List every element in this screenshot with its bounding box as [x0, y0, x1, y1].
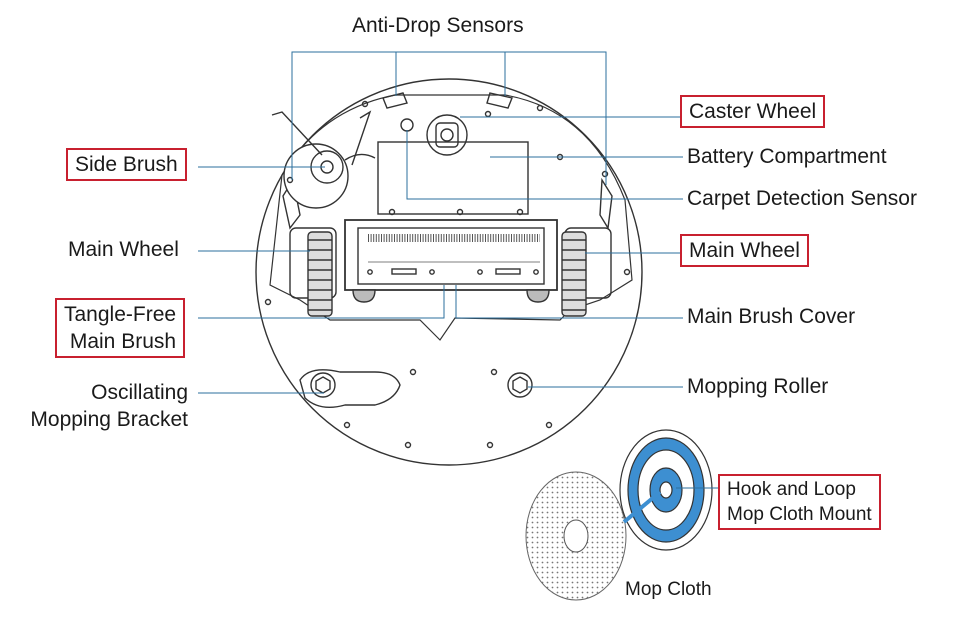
label-side-brush: Side Brush: [66, 148, 187, 181]
label-mop-cloth: Mop Cloth: [625, 579, 712, 600]
hook-loop-mount-disc: [619, 429, 713, 551]
label-tangle-free-line1: Tangle-Free: [64, 303, 177, 326]
label-tangle-free-line2: Main Brush: [69, 330, 177, 353]
mop-cloth-disc: [525, 471, 627, 601]
label-main-brush-cover: Main Brush Cover: [687, 305, 856, 328]
leader-lines: [198, 51, 720, 489]
label-hook-loop-line1: Hook and Loop: [727, 479, 856, 500]
label-hook-loop-mop-cloth-mount: Hook and Loop Mop Cloth Mount: [718, 474, 881, 530]
label-main-wheel-right: Main Wheel: [680, 234, 809, 267]
label-caster-wheel: Caster Wheel: [680, 95, 826, 128]
label-tangle-free-main-brush: Tangle-Free Main Brush: [55, 298, 186, 358]
label-battery-compartment: Battery Compartment: [687, 145, 887, 168]
label-hook-loop-line2: Mop Cloth Mount: [727, 504, 872, 525]
label-anti-drop-sensors: Anti-Drop Sensors: [352, 14, 524, 37]
label-mopping-roller: Mopping Roller: [687, 375, 829, 398]
label-oscillating-mopping-bracket: Oscillating Mopping Bracket: [8, 379, 188, 433]
robot-body: [255, 78, 643, 466]
label-main-wheel-left: Main Wheel: [68, 238, 179, 261]
label-carpet-detection-sensor: Carpet Detection Sensor: [687, 187, 917, 210]
label-oscillating-line1: Oscillating: [91, 381, 188, 404]
label-oscillating-line2: Mopping Bracket: [30, 408, 188, 431]
